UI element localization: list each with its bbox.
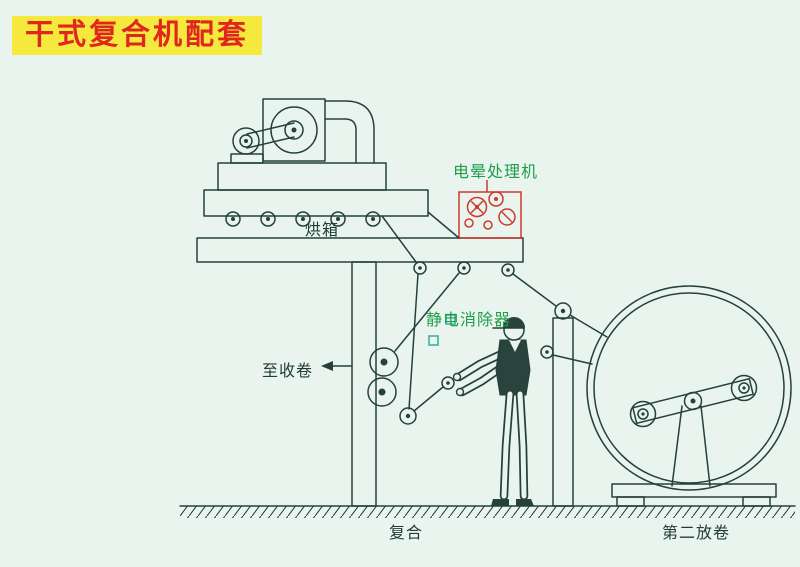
page-title: 干式复合机配套	[12, 16, 263, 56]
blower-fan	[230, 98, 375, 164]
page-title-text: 干式复合机配套	[25, 19, 250, 51]
label-to-rewinder: 至收卷	[262, 363, 314, 380]
second-unwind-stand	[586, 285, 792, 507]
to-rewinder-arrow	[321, 361, 333, 371]
label-laminating: 复合	[389, 525, 424, 542]
ground	[179, 505, 796, 518]
machine-frame	[196, 237, 574, 507]
corona-treater	[458, 180, 522, 239]
label-corona-treater: 电晕处理机	[453, 164, 539, 181]
film-web-path	[321, 211, 608, 425]
drying-oven	[203, 162, 429, 227]
operator	[452, 317, 534, 506]
static-eliminator-bars	[428, 314, 456, 346]
label-oven: 烘箱	[305, 222, 340, 239]
label-second-unwind: 第二放卷	[662, 525, 731, 542]
worker-cap	[502, 317, 526, 329]
label-static-eliminator: 静电消除器	[426, 312, 512, 329]
